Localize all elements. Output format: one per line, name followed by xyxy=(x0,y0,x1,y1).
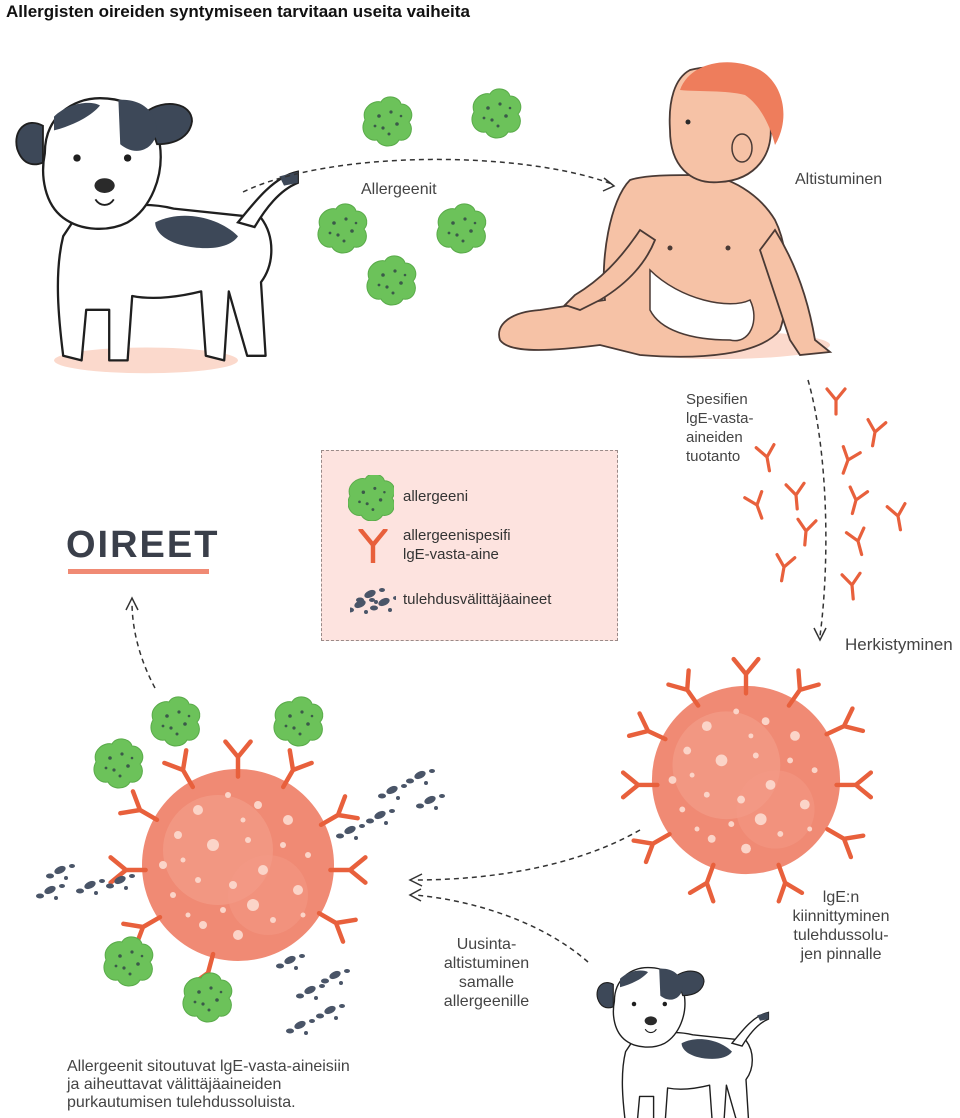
legend-allergen: allergeeni xyxy=(403,488,469,505)
dog-illustration xyxy=(15,97,299,375)
specific-ige-label: Spesifien lgE-vasta- aineiden tuotanto xyxy=(686,391,754,465)
legend-box: allergeeni allergeenispesifi lgE-vasta-a… xyxy=(321,450,618,641)
antibody-icon xyxy=(743,387,911,602)
symptoms-heading: OIREET xyxy=(66,524,220,566)
legend-mediators: tulehdusvälittäjäaineet xyxy=(403,591,552,608)
mediator-icon xyxy=(350,588,396,614)
baby-illustration xyxy=(498,62,833,359)
mast-cell-illustration xyxy=(623,659,871,901)
allergens-label: Allergeenit xyxy=(361,181,437,198)
dog-illustration xyxy=(596,966,770,1118)
legend-antibody: allergeenispesifi lgE-vasta-aine xyxy=(403,527,511,563)
antibody-icon xyxy=(358,529,388,563)
symptoms-underline xyxy=(68,569,209,574)
ige-attachment-label: lgE:n kiinnittyminen tulehdussolu- jen p… xyxy=(792,889,890,963)
allergen-icon xyxy=(348,475,394,521)
page-title: Allergisten oireiden syntymiseen tarvita… xyxy=(6,2,470,21)
binding-caption: Allergeenit sitoutuvat lgE-vasta-aineisi… xyxy=(67,1058,350,1111)
reexposure-label: Uusinta- altistuminen samalle allergeeni… xyxy=(443,936,530,1010)
sensitization-label: Herkistyminen xyxy=(845,635,953,654)
exposure-label: Altistuminen xyxy=(795,171,883,188)
